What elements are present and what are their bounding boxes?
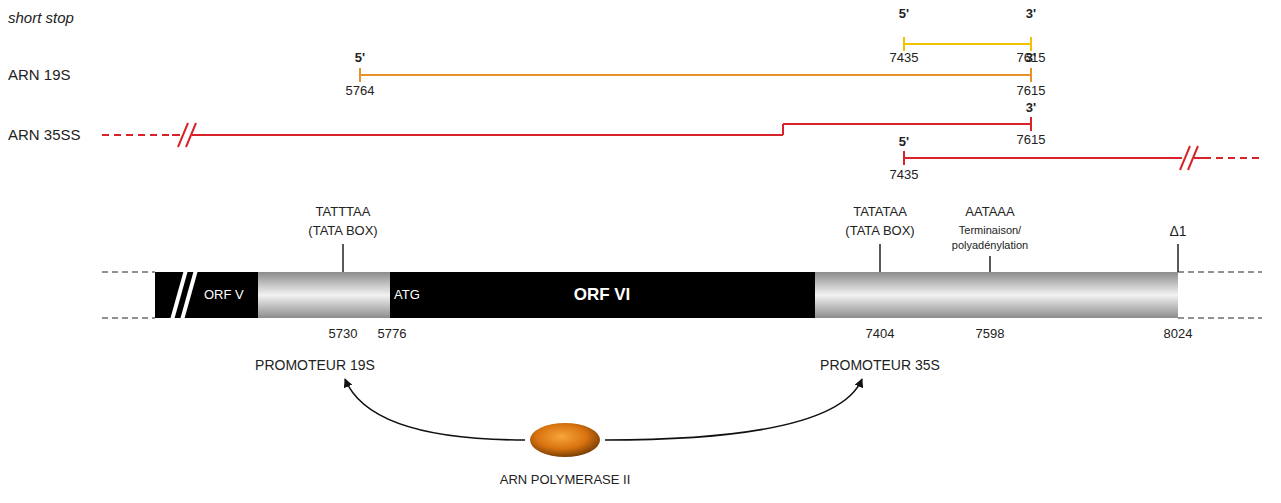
genome-bar bbox=[258, 272, 390, 318]
genome-bar bbox=[102, 272, 155, 273]
position-number: 8024 bbox=[1164, 327, 1193, 342]
short-stop-transcript bbox=[903, 37, 905, 51]
rna-19s-transcript bbox=[360, 74, 1031, 76]
box-name: (TATA BOX) bbox=[308, 224, 377, 239]
genome-bar bbox=[102, 272, 1262, 318]
rna-35ss-transcript bbox=[192, 134, 783, 136]
feature-tick bbox=[1177, 244, 1179, 272]
feature-tick bbox=[342, 244, 344, 272]
position-number: 5730 bbox=[329, 327, 358, 342]
box-name: (TATA BOX) bbox=[845, 224, 914, 239]
transcript-name: short stop bbox=[8, 9, 74, 26]
box-sequence: TATATAA bbox=[853, 205, 907, 220]
genome-bar bbox=[102, 270, 1262, 320]
position-number: 7598 bbox=[976, 327, 1005, 342]
feature-tick bbox=[879, 244, 881, 272]
rna-35ss-transcript bbox=[102, 134, 172, 136]
rna-35ss-transcript bbox=[904, 157, 1182, 159]
rna-35ss-transcript bbox=[1030, 117, 1032, 131]
position-number: 5776 bbox=[378, 327, 407, 342]
rna-35ss-transcript bbox=[1204, 157, 1262, 159]
rna-19s-transcript bbox=[360, 68, 1031, 82]
polymerase-node: ARN POLYMERASE II bbox=[529, 422, 601, 458]
rna-19s-transcript bbox=[359, 68, 361, 82]
short-stop-transcript bbox=[1030, 37, 1032, 51]
genome-bar bbox=[182, 270, 196, 320]
genome-bar bbox=[155, 272, 258, 318]
rna-19s-transcript bbox=[1030, 68, 1032, 82]
rna-35ss-transcript bbox=[783, 123, 1031, 125]
strand-end: 3' bbox=[1026, 101, 1036, 116]
position-number: 5764 bbox=[346, 84, 375, 99]
deletion-mark: Δ1 bbox=[1169, 223, 1186, 239]
polymerase-ellipse bbox=[530, 423, 600, 457]
strand-end: 5' bbox=[899, 135, 909, 150]
curved-arrow bbox=[345, 379, 525, 440]
strand-end: 3' bbox=[1026, 51, 1036, 66]
strand-end: 5' bbox=[899, 7, 909, 22]
signal-name: polyadénylation bbox=[952, 239, 1028, 252]
transcript-name: ARN 35SS bbox=[8, 126, 81, 143]
genome-bar bbox=[102, 318, 155, 319]
strand-end: 5' bbox=[355, 51, 365, 66]
short-stop-transcript bbox=[904, 43, 1031, 45]
promoter-name: PROMOTEUR 19S bbox=[255, 357, 375, 373]
strand-end: 3' bbox=[1026, 7, 1036, 22]
genome-bar bbox=[172, 270, 196, 320]
polymerase-ellipse bbox=[529, 422, 601, 458]
position-number: 7404 bbox=[866, 327, 895, 342]
feature-tick bbox=[343, 244, 1178, 272]
rna-35ss-transcript bbox=[782, 124, 784, 135]
box-sequence: AATAAA bbox=[965, 205, 1014, 220]
genome-bar bbox=[1178, 272, 1262, 273]
genome-bar bbox=[390, 272, 815, 318]
genome-bar bbox=[1178, 318, 1262, 319]
short-stop-transcript bbox=[904, 37, 1031, 51]
promoter-label: PROMOTEUR 19S bbox=[251, 355, 379, 375]
position-number: 7435 bbox=[890, 168, 919, 183]
position-number: 7615 bbox=[1017, 133, 1046, 148]
promoter-label: PROMOTEUR 35S bbox=[816, 355, 944, 375]
orf-name: ORF VI bbox=[574, 285, 631, 305]
promoter-name: PROMOTEUR 35S bbox=[820, 357, 940, 373]
position-number: 7615 bbox=[1017, 84, 1046, 99]
enzyme-name: ARN POLYMERASE II bbox=[500, 472, 631, 487]
start-codon: ATG bbox=[394, 288, 420, 303]
rna-35ss-transcript bbox=[1194, 157, 1204, 159]
genome-bar bbox=[815, 272, 1178, 318]
rna-35ss-transcript bbox=[172, 134, 180, 136]
orf-name: ORF V bbox=[204, 288, 244, 303]
signal-name: Terminaison/ bbox=[959, 224, 1021, 237]
curved-arrow bbox=[605, 379, 862, 440]
rna-35ss-transcript bbox=[102, 117, 1262, 170]
position-number: 7435 bbox=[890, 51, 919, 66]
transcript-name: ARN 19S bbox=[8, 66, 71, 83]
feature-tick bbox=[989, 256, 991, 272]
box-sequence: TATTTAA bbox=[316, 205, 371, 220]
